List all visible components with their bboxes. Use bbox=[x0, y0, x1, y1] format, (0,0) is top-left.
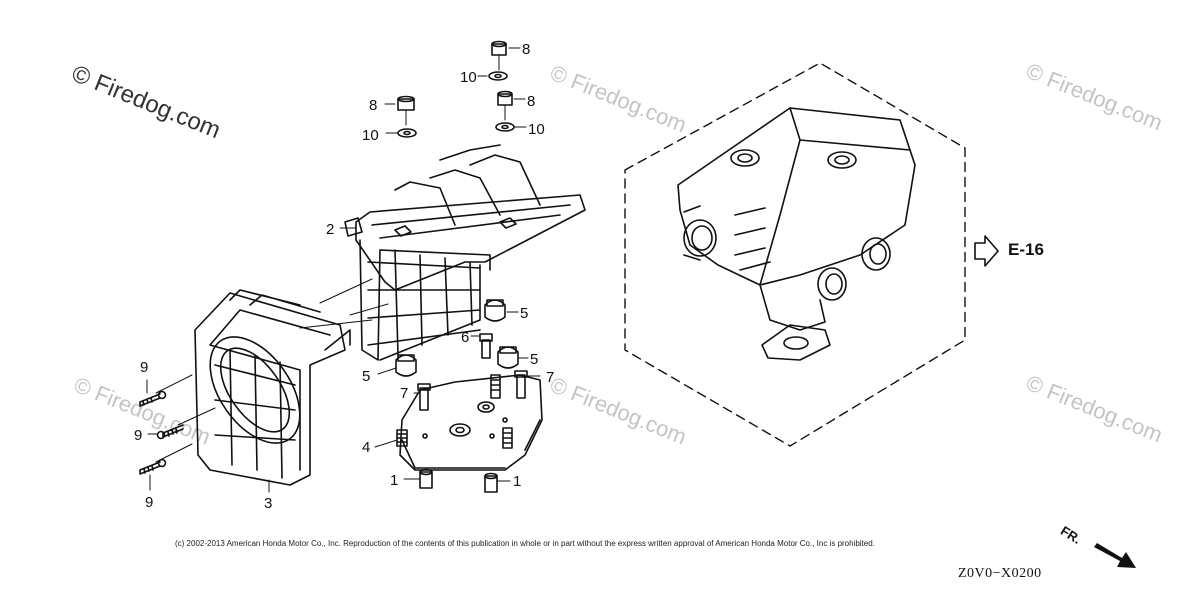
callout-9: 9 bbox=[145, 494, 153, 511]
callout-9: 9 bbox=[134, 427, 142, 444]
upper-bracket-part-2 bbox=[344, 144, 586, 361]
callout-3: 3 bbox=[264, 495, 272, 512]
callout-8: 8 bbox=[369, 97, 377, 114]
diagram-code: Z0V0−X0200 bbox=[958, 566, 1042, 581]
screws-part-9 bbox=[139, 390, 184, 475]
callout-10: 10 bbox=[460, 69, 477, 86]
engine-assembly bbox=[677, 107, 916, 361]
callout-5: 5 bbox=[520, 305, 528, 322]
copyright-notice: (c) 2002-2013 American Honda Motor Co., … bbox=[175, 539, 875, 548]
callout-10: 10 bbox=[362, 127, 379, 144]
rubber-mounts-part-5 bbox=[395, 299, 519, 377]
engine-reference-outline bbox=[624, 62, 966, 447]
reference-arrow-icon bbox=[974, 235, 999, 267]
callout-1: 1 bbox=[390, 472, 398, 489]
callout-8: 8 bbox=[522, 41, 530, 58]
washers-part-10 bbox=[397, 71, 515, 138]
reference-label: E-16 bbox=[1008, 240, 1044, 259]
assembly-lines bbox=[155, 54, 506, 463]
spacers-part-1 bbox=[419, 468, 498, 493]
callout-5: 5 bbox=[530, 351, 538, 368]
stud-bolts bbox=[396, 333, 528, 449]
nuts-part-8 bbox=[397, 40, 513, 111]
callout-4: 4 bbox=[362, 439, 370, 456]
front-direction-arrow-icon bbox=[1094, 543, 1136, 568]
callout-8: 8 bbox=[527, 93, 535, 110]
leader-lines bbox=[146, 47, 541, 493]
callout-9: 9 bbox=[140, 359, 148, 376]
callout-7: 7 bbox=[400, 385, 408, 402]
callout-6: 6 bbox=[461, 329, 469, 346]
callout-7: 7 bbox=[546, 369, 554, 386]
callout-2: 2 bbox=[326, 221, 334, 238]
mounting-plate-part-4 bbox=[399, 374, 543, 471]
callout-5: 5 bbox=[362, 368, 370, 385]
left-cover-part-3 bbox=[194, 289, 351, 486]
callout-10: 10 bbox=[528, 121, 545, 138]
callout-1: 1 bbox=[513, 473, 521, 490]
